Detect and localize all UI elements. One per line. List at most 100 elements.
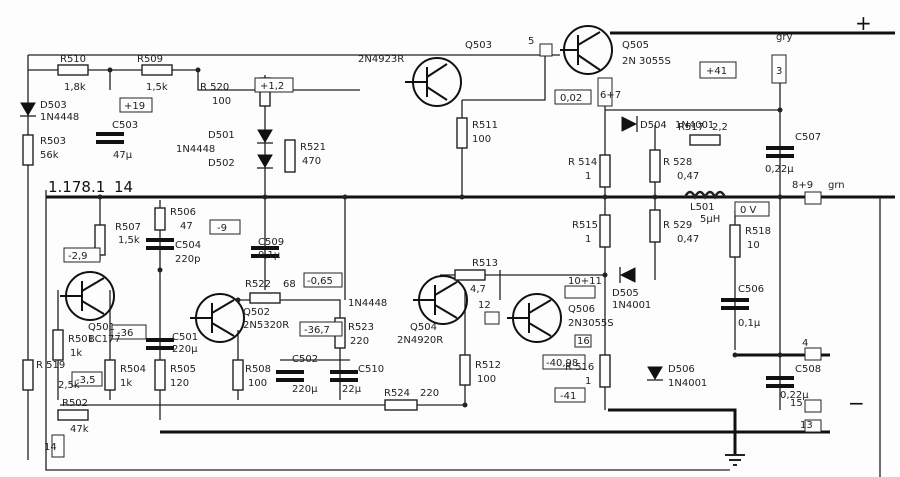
l501-value: 5µH (700, 214, 720, 225)
r523-value: 220 (350, 336, 369, 347)
wire-color-grn: grn (828, 180, 845, 191)
labels: + − 1.178.1 14 Q503 2N4923R Q505 2N 3055… (36, 11, 872, 453)
resistor-r529 (649, 209, 661, 243)
r515-ref: R515 (572, 220, 598, 231)
inductor-l501 (683, 190, 727, 200)
voltage-m9: -9 (217, 223, 227, 234)
connector-5-box (539, 43, 553, 57)
r520-ref: R 520 (200, 82, 229, 93)
diode-d504 (621, 116, 638, 132)
voltage-m36: -36 (117, 328, 133, 339)
capacitor-c503 (96, 132, 124, 144)
resistor-r518 (729, 224, 741, 258)
resistor-r510 (57, 64, 89, 76)
connector-pins (51, 43, 822, 458)
c508-value: 0,22µ (780, 390, 809, 401)
r505-ref: R505 (170, 364, 196, 375)
resistor-r528 (649, 149, 661, 183)
c506-value: 0,1µ (738, 318, 761, 329)
c502-ref: C502 (292, 354, 318, 365)
q505-ref: Q505 (622, 40, 649, 51)
c504-ref: C504 (175, 240, 201, 251)
voltage-m41: -41 (560, 391, 576, 402)
q501-type: BC177 (88, 334, 121, 345)
d503-ref: D503 (40, 100, 67, 111)
r524-value: 220 (420, 388, 439, 399)
r514-ref: R 514 (568, 157, 597, 168)
ground-return-wire (608, 408, 737, 455)
c510-value: 22µ (342, 384, 362, 395)
connector-8-9-box (804, 191, 822, 205)
q504-ref: Q504 (410, 322, 437, 333)
voltage-m0-65: -0,65 (307, 276, 333, 287)
q506-ref: Q506 (568, 304, 595, 315)
connector-12-box (484, 311, 500, 325)
r504-value: 1k (120, 378, 132, 389)
transistor-q501 (60, 271, 115, 321)
r501-value: 1k (70, 348, 82, 359)
r512-value: 100 (477, 374, 496, 385)
r516-value: 1 (585, 376, 591, 387)
resistor-r503 (22, 134, 34, 166)
r515-value: 1 (585, 234, 591, 245)
diode-symbols (20, 102, 663, 381)
voltage-p1-2: +1,2 (260, 81, 284, 92)
r510-value: 1,8k (64, 82, 86, 93)
connector-6-7-label: 6+7 (600, 90, 621, 101)
voltage-m36-7: -36,7 (304, 325, 330, 336)
r518-ref: R518 (745, 226, 771, 237)
r517-value: 2,2 (712, 122, 728, 133)
q503-drive-wire (197, 70, 360, 91)
transistor-q505 (560, 25, 613, 75)
connector-10-11-label: 10+11 (568, 276, 602, 287)
voltage-m40-98: -40,98 (546, 358, 578, 369)
resistor-r501 (52, 329, 64, 361)
connector-8-9-label: 8+9 (792, 180, 813, 191)
board-pin: 14 (114, 178, 133, 196)
connector-12-label: 12 (478, 300, 491, 311)
resistor-r505 (154, 359, 166, 391)
connector-16-box (574, 334, 592, 348)
r519-ref: R 519 (36, 360, 65, 371)
resistor-r512 (459, 354, 471, 386)
c510-ref: C510 (358, 364, 384, 375)
wiring (27, 31, 895, 477)
transistor-q503 (405, 57, 462, 107)
r503-ref: R503 (40, 136, 66, 147)
resistor-r502 (57, 409, 89, 421)
r513-value: 4,7 (470, 284, 486, 295)
d501-type: 1N4448 (176, 144, 215, 155)
resistor-r515 (599, 214, 611, 248)
r501-ref: R501 (68, 334, 94, 345)
diode-d505 (619, 267, 636, 283)
c507-value: 0,22µ (765, 164, 794, 175)
resistor-r514 (599, 154, 611, 188)
voltage-p19: +19 (124, 101, 145, 112)
r507-ref: R507 (115, 222, 141, 233)
voltage-0-02: 0,02 (560, 93, 582, 104)
r521-ref: R521 (300, 142, 326, 153)
q505-type: 2N 3055S (622, 56, 671, 67)
r511-value: 100 (472, 134, 491, 145)
resistor-r511 (456, 117, 468, 149)
r528-value: 0,47 (677, 171, 699, 182)
d505-ref: D505 (612, 288, 639, 299)
c503-ref: C503 (112, 120, 138, 131)
connector-15-label: 15 (790, 398, 803, 409)
c508-ref: C508 (795, 364, 821, 375)
r529-ref: R 529 (663, 220, 692, 231)
c501-ref: C501 (172, 332, 198, 343)
voltage-m2-9: -2,9 (68, 251, 88, 262)
d504-ref: D504 (640, 120, 667, 131)
c506-ref: C506 (738, 284, 764, 295)
d503-type: 1N4448 (40, 112, 79, 123)
resistor-r516 (599, 354, 611, 388)
d505-type: 1N4001 (612, 300, 651, 311)
transistor-q504 (413, 275, 468, 325)
r509-value: 1,5k (146, 82, 168, 93)
junction-dots (97, 67, 783, 408)
connector-14-label: 14 (44, 442, 57, 453)
r519-value: 2,5k (58, 380, 80, 391)
q503-out-wire (462, 50, 546, 101)
d501-ref: D501 (208, 130, 235, 141)
